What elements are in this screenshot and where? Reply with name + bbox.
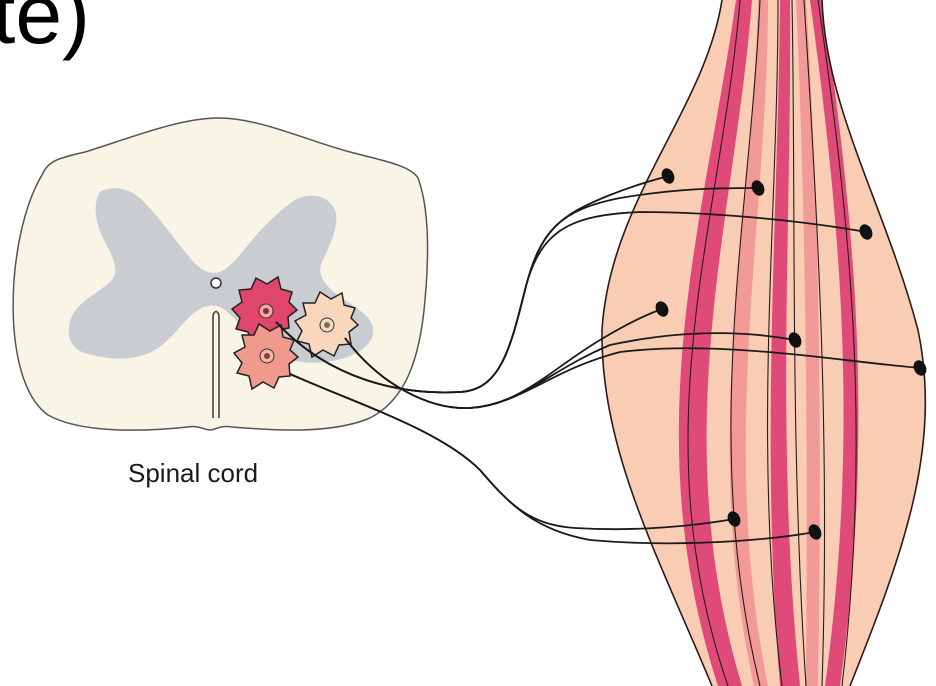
spinal-cord-cross-section — [13, 118, 427, 430]
skeletal-muscle — [580, 0, 936, 686]
spinal-cord-label: Spinal cord — [128, 458, 258, 489]
central-canal — [211, 278, 221, 288]
